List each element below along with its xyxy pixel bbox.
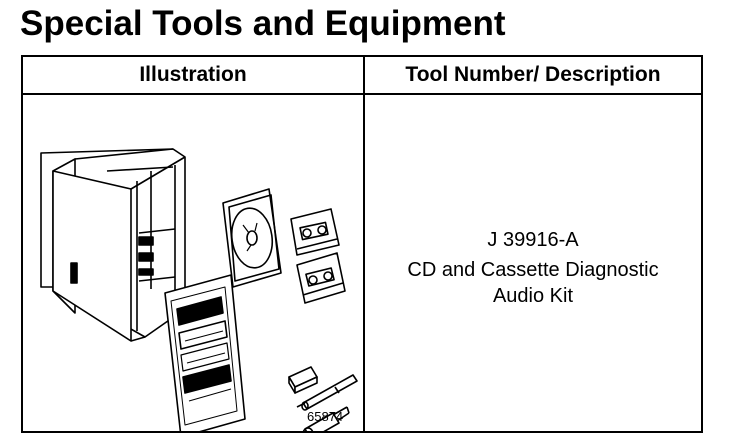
cassette-icon xyxy=(296,252,346,304)
figure-number: 65874 xyxy=(307,409,344,424)
tool-description: CD and Cassette Diagnostic Audio Kit xyxy=(407,259,659,307)
page-title: Special Tools and Equipment xyxy=(20,4,506,43)
adapter-block-icon xyxy=(288,366,318,394)
instruction-booklet-icon xyxy=(164,274,246,431)
tool-description-cell: J 39916-A CD and Cassette Diagnostic Aud… xyxy=(365,227,701,309)
tool-number: J 39916-A xyxy=(487,229,579,251)
header-tool-description: Tool Number/ Description xyxy=(405,63,661,86)
cassette-icon xyxy=(290,208,340,256)
tool-kit-illustration xyxy=(40,148,358,431)
compact-disc-icon xyxy=(222,188,282,288)
header-illustration: Illustration xyxy=(139,63,247,86)
probe-rod-icon xyxy=(296,374,358,411)
column-divider xyxy=(363,57,365,431)
jack-adapter-icon xyxy=(302,406,350,431)
tools-table: Illustration Tool Number/ Description xyxy=(21,55,703,433)
carrying-case-icon xyxy=(40,148,186,342)
header-divider xyxy=(23,93,701,95)
